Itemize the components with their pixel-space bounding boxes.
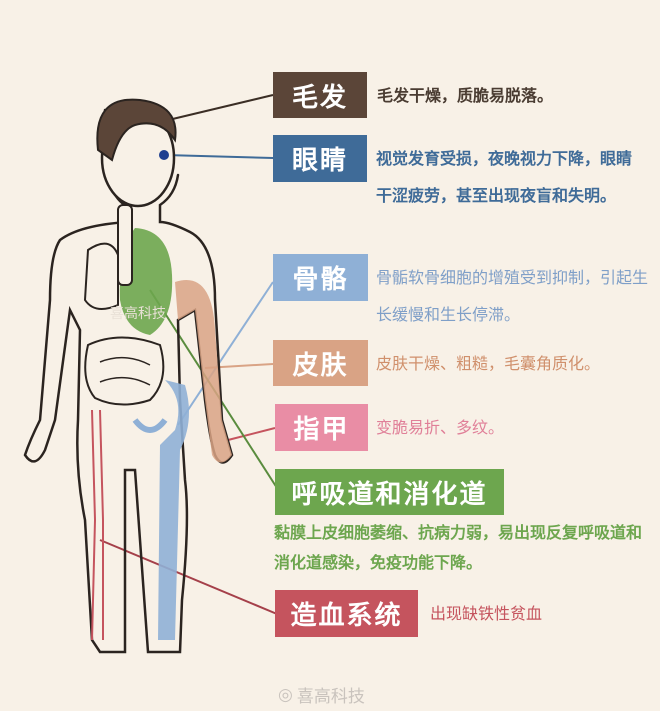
desc-blood: 出现缺铁性贫血 — [430, 604, 543, 623]
tag-skin: 皮肤 — [273, 340, 368, 386]
tag-blood: 造血系统 — [275, 590, 418, 637]
desc-nail: 变脆易折、多纹。 — [376, 418, 505, 437]
blood-connector — [99, 539, 278, 615]
weibo-icon: ◎ — [278, 684, 293, 705]
desc-bone: 骨骺软骨细胞的增殖受到抑制，引起生长缓慢和生长停滞。 — [376, 268, 649, 324]
intestines — [84, 336, 165, 406]
blood-vessel — [91, 409, 104, 641]
eye-connector — [164, 154, 274, 159]
desc-gut: 黏膜上皮细胞萎缩、抗病力弱，易出现反复呼吸道和消化道感染，免疫功能下降。 — [274, 523, 643, 572]
desc-eye: 视觉发育受损，夜晚视力下降，眼睛干涩疲劳，甚至出现夜盲和失明。 — [376, 149, 633, 205]
hair-connector — [159, 94, 274, 123]
desc-skin: 皮肤干燥、粗糙，毛囊角质化。 — [376, 354, 601, 373]
watermark: ◎ 喜高科技 — [278, 682, 365, 708]
tag-bone: 骨骼 — [273, 254, 368, 301]
tag-eye: 眼睛 — [273, 135, 367, 182]
watermark-text: 喜高科技 — [296, 687, 365, 707]
desc-hair: 毛发干燥，质脆易脱落。 — [377, 86, 554, 105]
pelvis-bone — [132, 418, 168, 433]
lung-left — [83, 242, 119, 310]
eye — [159, 150, 169, 160]
leg-bone — [158, 380, 189, 640]
bone-connector — [177, 281, 274, 426]
figure-watermark: 喜高科技 — [110, 305, 166, 322]
skin-area — [175, 280, 232, 463]
tag-hair: 毛发 — [273, 72, 367, 118]
tag-gut: 呼吸道和消化道 — [275, 469, 504, 515]
tag-nail: 指甲 — [275, 404, 368, 451]
hair — [96, 98, 177, 162]
spine — [117, 204, 133, 286]
nail-connector — [227, 427, 276, 441]
